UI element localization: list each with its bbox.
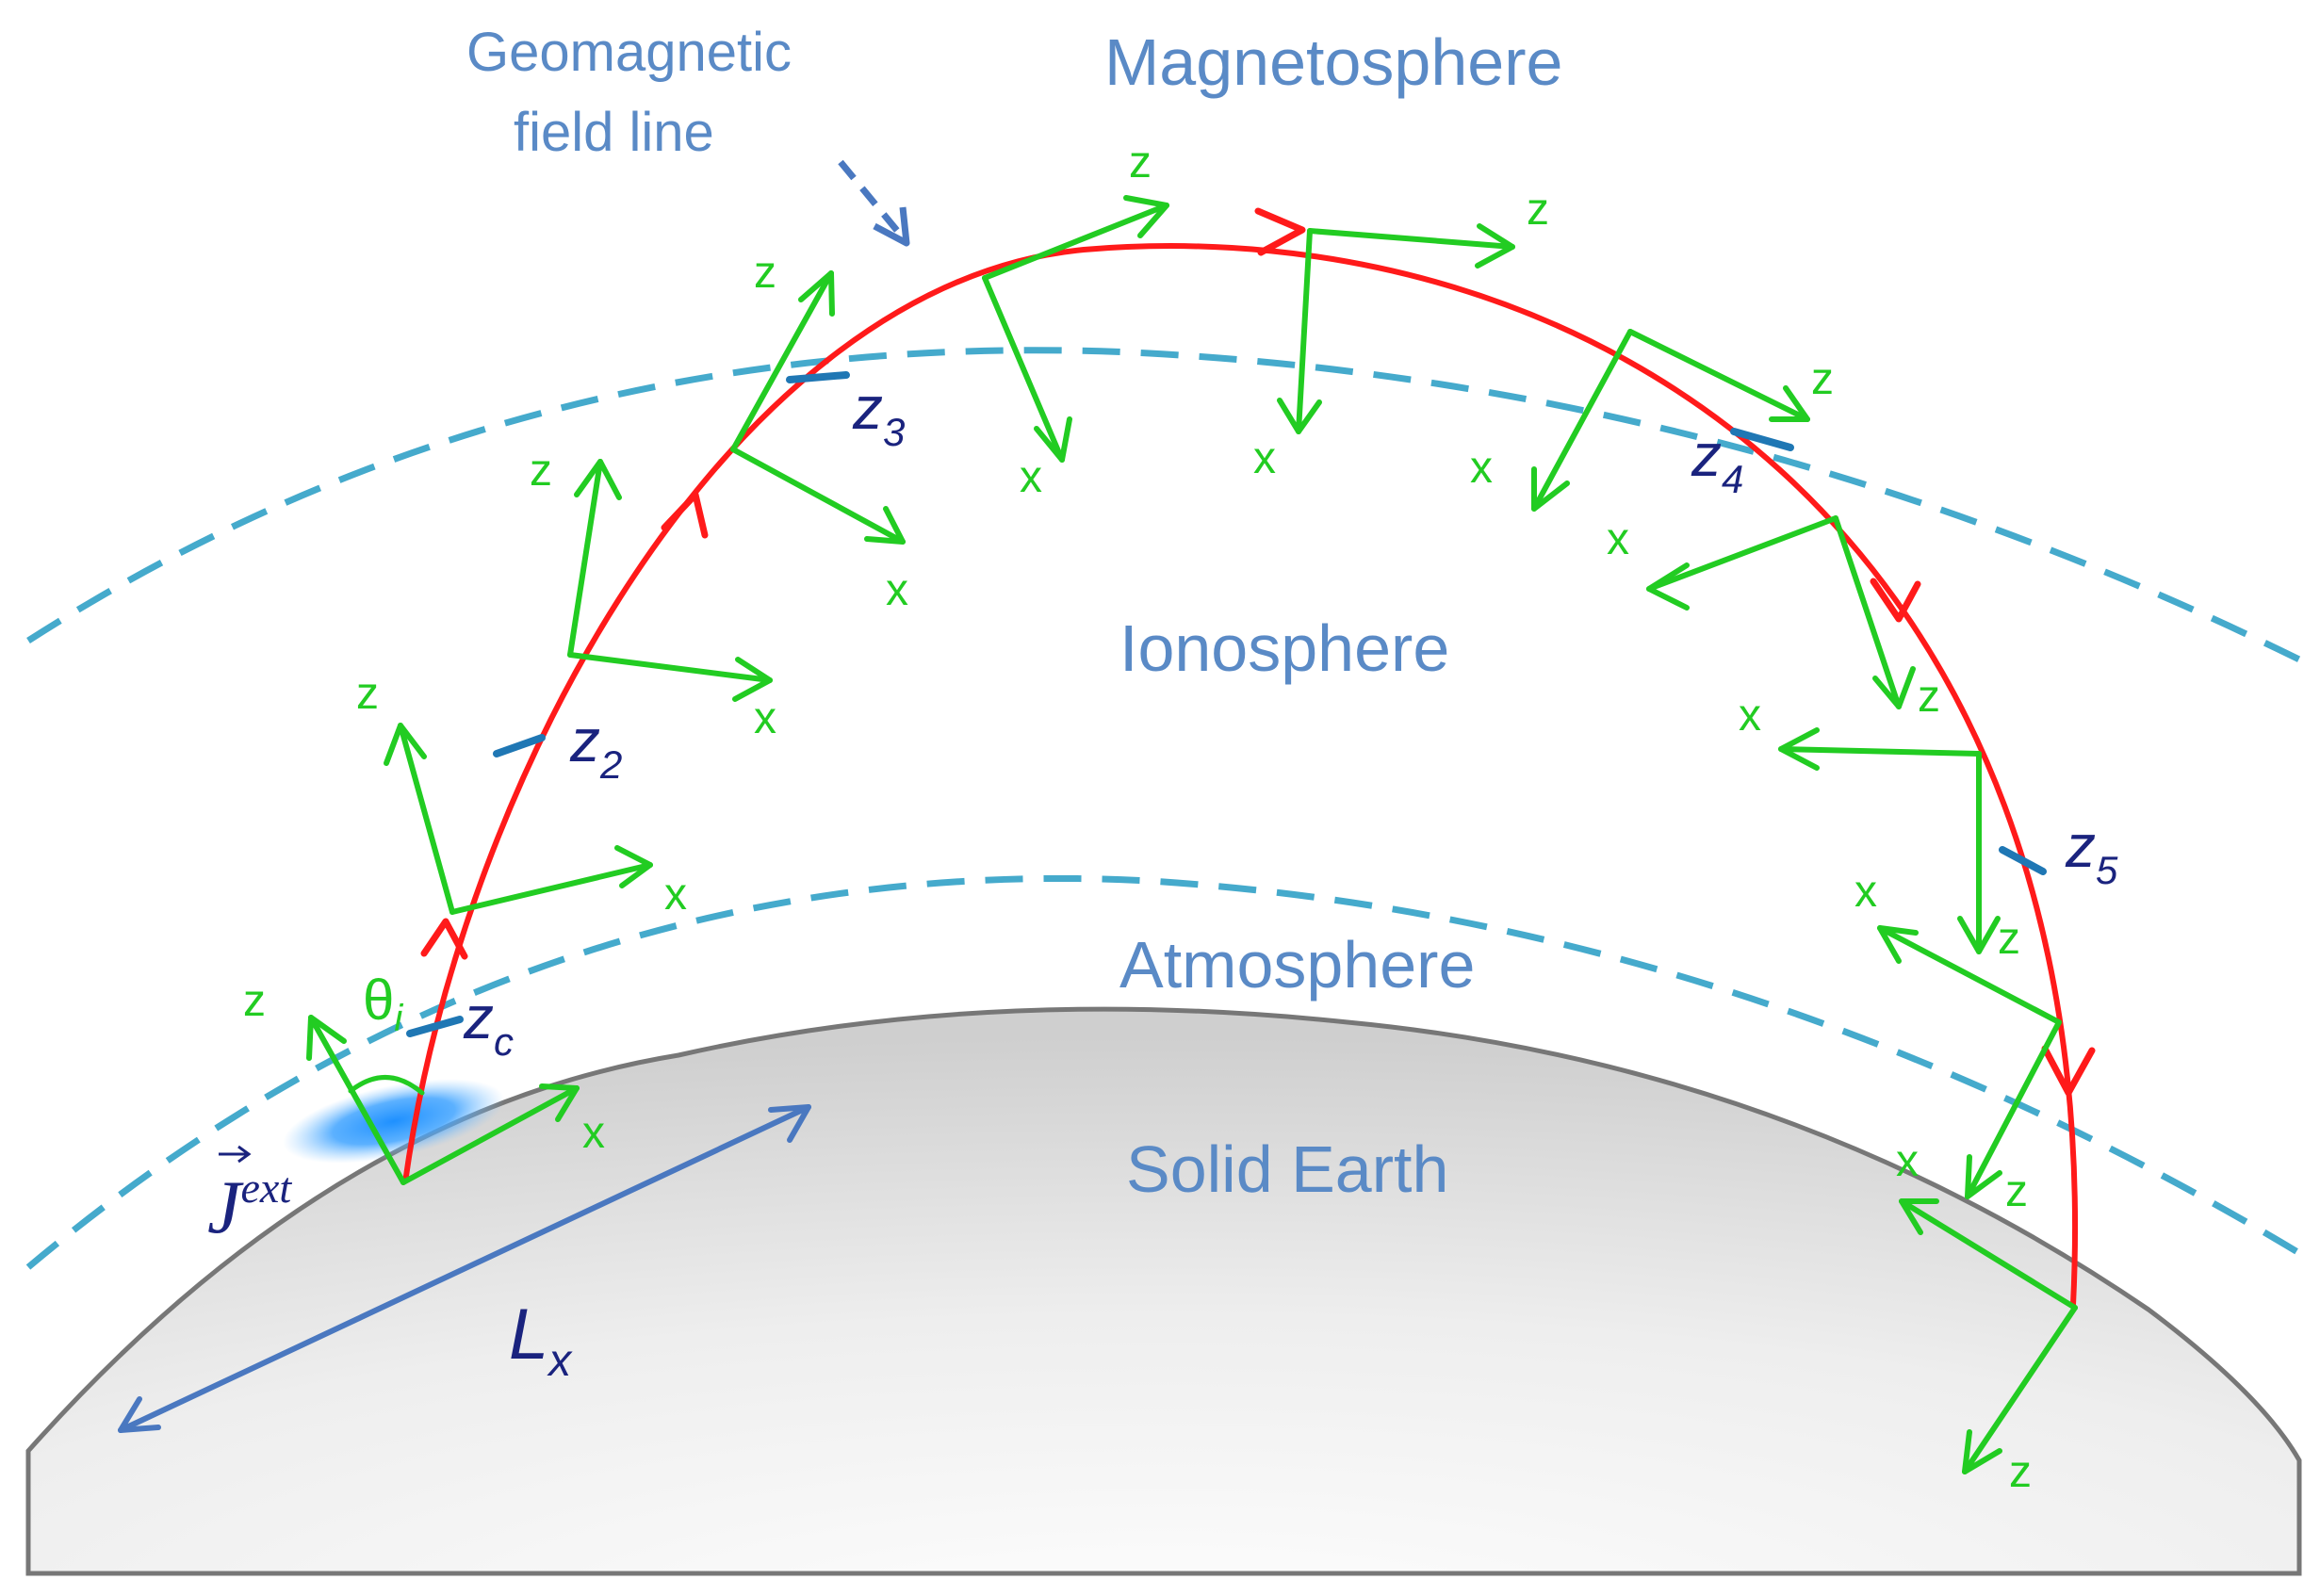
incidence-angle-label: θi — [363, 969, 403, 1039]
frame-6-x-letter: x — [1253, 433, 1276, 483]
z3-label: z3 — [852, 374, 905, 454]
solid-earth-label: Solid Earth — [1126, 1132, 1448, 1206]
svg-text:Jext: Jext — [207, 1164, 292, 1249]
geomagnetic-label-line1: Geomagnetic — [466, 22, 792, 83]
field-arrowhead-2 — [661, 491, 709, 539]
lx-arrow-shaft — [118, 1104, 811, 1433]
frame-6-z-letter: z — [1527, 185, 1549, 235]
external-current-label: Jext — [207, 1145, 292, 1249]
frame-1 — [306, 1015, 580, 1185]
frame-5 — [982, 195, 1169, 463]
frame-9 — [1778, 727, 2001, 954]
frame-2 — [384, 723, 653, 915]
frame-8 — [1646, 515, 1916, 709]
frame-2-x-letter: x — [664, 870, 687, 920]
frame-1-x-arrowhead — [539, 1083, 580, 1122]
altitude-labels: zc z2 z3 z4 z5 — [463, 374, 2118, 1064]
local-coordinate-frames — [306, 195, 2078, 1474]
external-current-blob — [283, 1079, 505, 1164]
frame-1-x-axis — [400, 1085, 580, 1185]
zc-marker — [406, 1016, 464, 1037]
frame-7 — [1531, 329, 1810, 512]
frame-3 — [567, 459, 773, 702]
frame-3-x-letter: x — [754, 693, 776, 743]
field-arrowhead-1 — [420, 918, 468, 960]
frame-1-x-letter: x — [582, 1108, 605, 1158]
z4-marker — [1730, 428, 1794, 451]
lx-arrowhead-left — [118, 1396, 161, 1433]
frame-4-x-letter: x — [886, 565, 908, 615]
field-arrowhead-4 — [1870, 578, 1921, 623]
z2-marker — [493, 734, 546, 757]
frame-10 — [1877, 925, 2062, 1199]
frame-7-z-letter: z — [1811, 354, 1834, 404]
vector-arrowhead-over-j — [237, 1145, 252, 1164]
incidence-angle-arc — [348, 1075, 425, 1096]
z5-label: z5 — [2065, 812, 2118, 892]
field-line-callout: Geomagnetic field line — [466, 22, 910, 247]
atmosphere-label: Atmosphere — [1119, 928, 1475, 1002]
callout-dashed-arrow — [838, 159, 906, 240]
frame-10-x-letter: x — [1854, 867, 1877, 917]
frame-4 — [730, 270, 906, 545]
frame-8-x-letter: x — [1607, 514, 1629, 564]
frame-4-z-letter: z — [754, 248, 776, 298]
ionosphere-boundary-dashed — [26, 347, 2301, 663]
field-line-direction-arrows — [420, 207, 2096, 1097]
frame-1-z-arrowhead — [306, 1015, 347, 1061]
altitude-markers — [406, 371, 2047, 1037]
frame-1-z-letter: z — [243, 976, 266, 1026]
frame-9-x-letter: x — [1739, 691, 1761, 741]
geomagnetic-label-line2: field line — [514, 102, 714, 163]
frame-7-x-letter: x — [1470, 443, 1493, 493]
ionosphere-label: Ionosphere — [1119, 611, 1449, 685]
callout-arrowhead — [873, 206, 910, 247]
axis-letters: z x z x z x z x z x z x z x z x z x z x … — [243, 138, 2032, 1497]
lx-arrowhead-right — [768, 1104, 811, 1143]
z3-marker — [786, 371, 850, 383]
frame-5-x-letter: x — [1020, 452, 1042, 502]
frame-1-z-axis — [308, 1015, 406, 1185]
z4-label: z4 — [1691, 421, 1743, 501]
lx-horizontal-scale — [118, 1104, 811, 1433]
frame-11 — [1899, 1198, 2078, 1474]
field-arrowhead-3 — [1254, 207, 1306, 256]
frame-9-z-letter: z — [1998, 914, 2020, 964]
frame-10-z-letter: z — [2005, 1166, 2028, 1216]
zc-label: zc — [463, 984, 514, 1064]
frame-6 — [1277, 223, 1515, 434]
frame-11-z-letter: z — [2009, 1447, 2032, 1497]
z2-label: z2 — [569, 707, 622, 787]
magnetosphere-label: Magnetosphere — [1104, 25, 1562, 99]
frame-8-z-letter: z — [1918, 672, 1940, 722]
frame-11-x-letter: x — [1896, 1136, 1919, 1186]
frame-3-z-letter: z — [530, 446, 552, 496]
frame-2-z-letter: z — [356, 669, 379, 719]
frame-5-z-letter: z — [1129, 138, 1152, 187]
lx-label: Lx — [509, 1295, 573, 1386]
z5-marker — [1999, 846, 2047, 875]
field-arrowhead-5 — [2041, 1045, 2096, 1097]
